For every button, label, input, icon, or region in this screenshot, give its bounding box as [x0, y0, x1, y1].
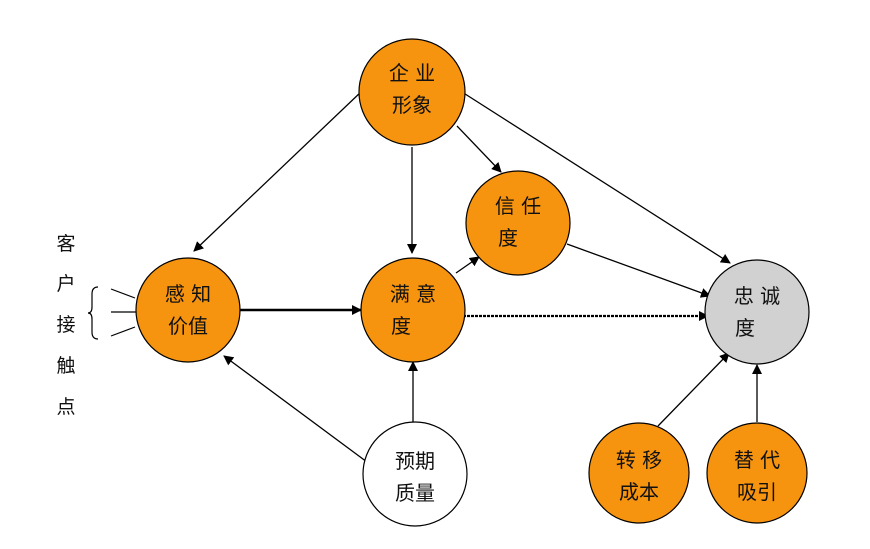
node-expected-quality: 预期 质量: [362, 421, 468, 527]
touchpoint-brace: [87, 286, 99, 340]
node-alternative-attraction-label-line2: 吸引: [737, 480, 777, 504]
node-alternative-attraction-circle: [706, 422, 808, 524]
touchpoint-char-5: 点: [56, 396, 75, 418]
edges: [193, 90, 762, 463]
edge-image-to-loyalty: [461, 91, 731, 264]
node-switching-cost-label-line1: 转 移: [616, 448, 662, 472]
touchpoint-char-3: 接: [56, 314, 75, 336]
node-corporate-image-label-line2: 形象: [392, 93, 432, 117]
node-satisfaction-label-line2: 度: [391, 314, 411, 338]
node-corporate-image: 企 业 形象: [358, 38, 466, 146]
edge-expected-quality-to-perceived-value: [223, 355, 368, 463]
touchpoint-ray-bottom: [110, 326, 136, 337]
node-perceived-value: 感 知 价值: [135, 257, 241, 363]
node-switching-cost-label-line2: 成本: [619, 480, 659, 504]
node-satisfaction-circle: [360, 257, 466, 363]
node-expected-quality-label-line2: 质量: [395, 481, 435, 505]
node-loyalty-label-line2: 度: [735, 316, 755, 340]
touchpoint-char-1: 客: [56, 233, 75, 255]
node-trust: 信 任 度: [465, 170, 571, 276]
node-corporate-image-circle: [358, 38, 466, 146]
touchpoint-char-2: 户: [56, 273, 75, 295]
node-trust-label-line2: 度: [498, 226, 518, 250]
touchpoint-ray-top: [110, 288, 136, 299]
edge-image-to-perceived-value: [193, 90, 363, 252]
node-satisfaction-label-line1: 满 意: [390, 282, 436, 306]
node-alternative-attraction: 替 代 吸引: [706, 422, 808, 524]
node-perceived-value-label-line1: 感 知: [165, 282, 211, 306]
node-satisfaction: 满 意 度: [360, 257, 466, 363]
node-switching-cost: 转 移 成本: [588, 422, 690, 524]
node-loyalty-circle: [704, 259, 810, 365]
node-perceived-value-label-line2: 价值: [168, 314, 208, 338]
node-corporate-image-label-line1: 企 业: [389, 61, 435, 85]
node-expected-quality-circle: [362, 421, 468, 527]
node-trust-circle: [465, 170, 571, 276]
edge-satisfaction-to-trust: [455, 256, 480, 274]
edge-trust-to-loyalty: [566, 243, 711, 298]
edge-switching-cost-to-loyalty: [657, 352, 730, 427]
node-switching-cost-circle: [588, 422, 690, 524]
edge-image-to-trust: [456, 125, 502, 173]
node-alternative-attraction-label-line1: 替 代: [734, 448, 780, 472]
customer-touchpoints: 客 户 接 触 点: [56, 233, 136, 418]
node-loyalty-label-line1: 忠 诚: [734, 284, 780, 308]
node-expected-quality-label-line1: 预期: [395, 449, 435, 473]
node-loyalty: 忠 诚 度: [704, 259, 810, 365]
node-perceived-value-circle: [135, 257, 241, 363]
touchpoint-char-4: 触: [56, 355, 75, 377]
node-trust-label-line1: 信 任: [495, 194, 541, 218]
